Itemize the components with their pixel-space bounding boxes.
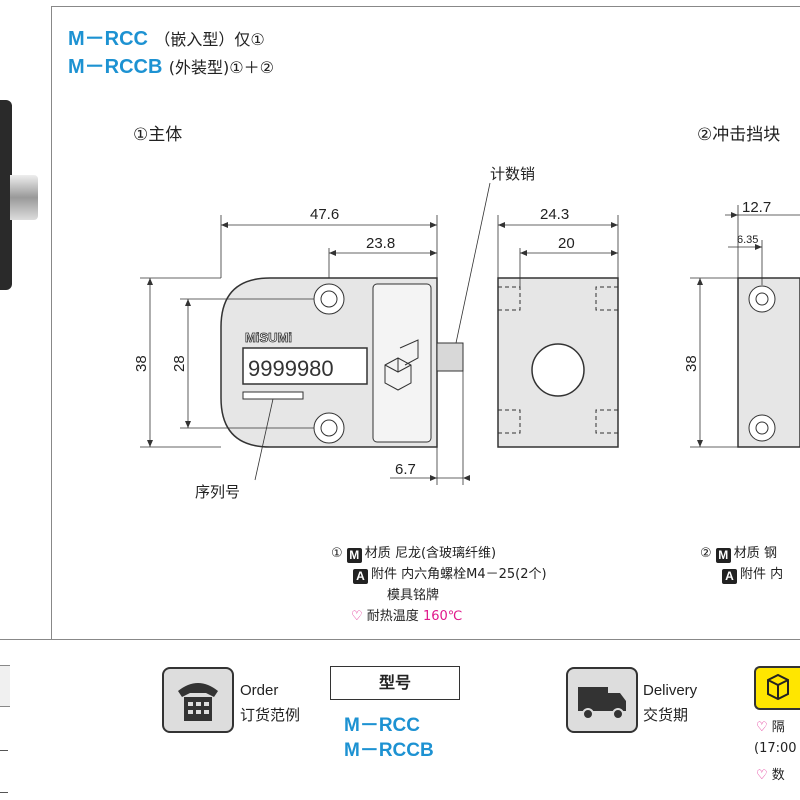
footer-tick-2	[0, 792, 8, 793]
counter-pin-label: 计数销	[490, 165, 535, 183]
dim-height: 38	[133, 355, 150, 372]
counter-panel	[372, 283, 432, 443]
header-model-rccb-line: M－RCCB (外装型)①＋②	[68, 50, 274, 79]
strike-material-label: 材质	[733, 546, 760, 561]
accessory-value-2: 模具铭牌	[387, 588, 440, 603]
footer-model-2: M－RCCB	[344, 740, 434, 761]
note-1-text: 隔	[771, 720, 785, 735]
heat-label: 耐热温度	[366, 609, 419, 624]
heat-value: 160℃	[422, 609, 463, 624]
dim-overall-width: 47.6	[310, 206, 339, 223]
side-view-hole	[531, 343, 585, 397]
screw-hole-top	[313, 283, 345, 315]
technical-drawing: 47.6 23.8 38 28 6.7 24.3 20 12.7 6.35 38…	[133, 165, 800, 501]
model-rcc-note: （嵌入型）仅①	[154, 30, 265, 49]
counter-pin	[436, 342, 464, 372]
truck-icon	[566, 667, 638, 733]
heat-resistance: ♡ 耐热温度 160℃	[331, 606, 547, 627]
dim-side-inner: 20	[558, 235, 575, 252]
strike-material-tag-icon: M	[715, 548, 731, 563]
model-rcc: M－RCC	[68, 28, 148, 50]
phone-icon	[162, 667, 234, 733]
note-3-text: 数	[771, 768, 785, 783]
footer-note-3: ♡ 数	[756, 764, 785, 783]
model-rccb-note: (外装型)①＋②	[168, 58, 274, 77]
order-cn: 订货范例	[240, 706, 301, 724]
box-icon	[754, 666, 800, 710]
misumi-logo: MiSUMi	[245, 330, 292, 345]
dim-strike-width: 12.7	[742, 199, 771, 216]
model-header: 型号	[330, 666, 460, 700]
dim-side-width: 24.3	[540, 206, 569, 223]
top-border-line	[51, 6, 800, 7]
footer-left-fragment	[0, 665, 10, 707]
accessory-tag-icon: A	[353, 569, 368, 584]
serial-number: 9999980	[248, 356, 334, 381]
heat-icon: ♡	[351, 609, 363, 624]
strike-accessory-value: 内	[770, 567, 784, 582]
serial-plate	[242, 391, 304, 400]
accessory-value: 内六角螺栓M4－25(2个)	[401, 567, 547, 582]
serial-label: 序列号	[195, 483, 240, 501]
note-icon-3: ♡	[756, 768, 768, 783]
counter-window	[242, 347, 368, 385]
dim-half-width: 23.8	[366, 235, 395, 252]
dim-strike-offset: 6.35	[737, 234, 758, 246]
header-model-rcc-line: M－RCC （嵌入型）仅①	[68, 22, 265, 51]
strike-block-title: ②冲击挡块	[697, 125, 781, 145]
note-icon-1: ♡	[756, 720, 768, 735]
dim-inner-height: 28	[171, 355, 188, 372]
delivery-en: Delivery	[643, 682, 698, 699]
left-border-line	[51, 6, 52, 639]
footer-model-1: M－RCC	[344, 715, 420, 736]
delivery-cn: 交货期	[643, 706, 689, 724]
product-photo-fragment	[0, 100, 40, 300]
footer-note-1: ♡ 隔	[756, 716, 785, 735]
strike-spec-index: ②	[700, 546, 712, 561]
dim-strike-height: 38	[683, 355, 700, 372]
accessory-label: 附件	[371, 567, 398, 582]
model-rccb: M－RCCB	[68, 56, 163, 78]
footer-note-2: (17:00	[754, 741, 797, 756]
material-label: 材质	[364, 546, 391, 561]
strike-accessory-label: 附件	[740, 567, 767, 582]
cube-logo	[384, 357, 412, 391]
dim-pin-offset: 6.7	[395, 461, 416, 478]
spec-index: ①	[331, 546, 343, 561]
section-divider	[0, 639, 800, 640]
material-value: 尼龙(含玻璃纤维)	[394, 546, 497, 561]
footer-tick-1	[0, 750, 8, 751]
material-tag-icon: M	[346, 548, 362, 563]
main-body-title: ①主体	[133, 125, 183, 145]
strike-material-value: 钢	[763, 546, 777, 561]
order-en: Order	[240, 682, 279, 699]
screw-hole-bottom	[313, 412, 345, 444]
strike-accessory-tag-icon: A	[722, 569, 737, 584]
